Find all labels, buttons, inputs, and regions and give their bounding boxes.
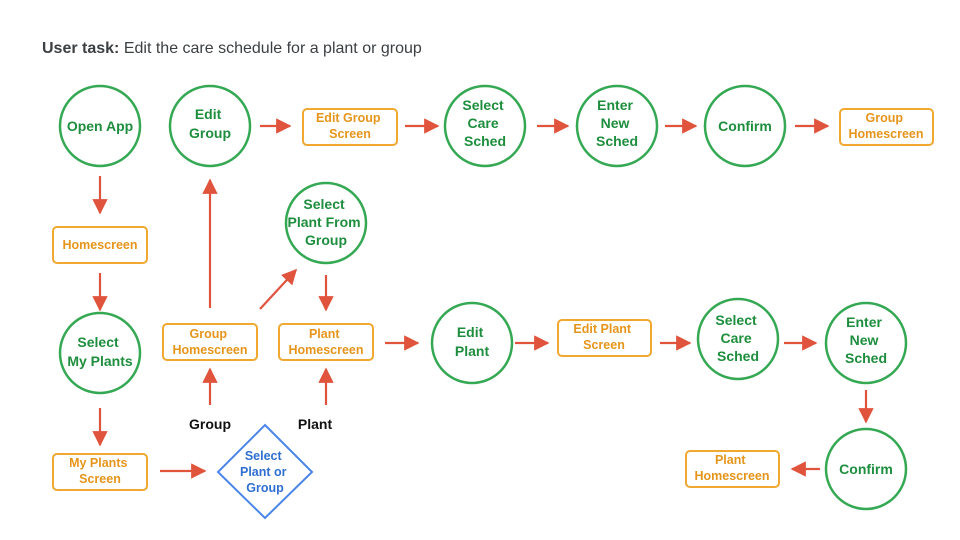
node-group-homescreen-line-1: Group [190,327,228,341]
svg-text:Confirm: Confirm [839,461,893,477]
node-edit-plant-line-2: Plant [455,343,490,359]
node-enter-new-sched-top-line-2: New [601,115,630,131]
node-edit-group-screen: Edit Group Screen [302,108,398,146]
node-my-plants-screen: My Plants Screen [52,453,148,491]
node-homescreen: Homescreen [52,226,148,264]
node-enter-new-sched-bottom: Enter New Sched [824,301,908,385]
node-edit-plant-line-1: Edit [457,324,484,340]
svg-text:Confirm: Confirm [718,118,772,134]
node-open-app-line-1: Open App [67,118,133,134]
svg-text:Enter New Sched: Enter New Sched [845,314,887,366]
svg-text:Select Plant From: Select Plant From Group [287,196,364,248]
node-select-plant-from-group: Select Plant From Group [284,181,368,265]
node-group-homescreen-end-line-1: Group [866,111,904,125]
node-edit-plant-screen-line-2: Screen [583,338,625,352]
node-select-care-sched-bottom-line-1: Select [715,312,757,328]
node-edit-group: Edit Group [168,84,252,168]
svg-text:Group Homescreen: Group Homescreen [172,327,247,357]
node-select-care-sched-bottom: Select Care Sched [696,297,780,381]
svg-text:My Plants Screen: My Plants Screen [69,456,131,486]
arrow-group-homescreen-to-select-plant-from-group [259,268,298,310]
svg-text:Open App: Open App [67,118,133,134]
edges [92,118,874,479]
node-plant-homescreen-line-2: Homescreen [288,343,363,357]
node-select-plant-or-group: Select Plant or Group [216,423,314,520]
node-select-plant-from-group-line-3: Group [305,232,347,248]
node-confirm-bottom: Confirm [824,427,908,511]
node-plant-homescreen-end: Plant Homescreen [685,450,780,488]
node-select-care-sched-bottom-line-3: Sched [717,348,759,364]
node-plant-homescreen-line-1: Plant [309,327,340,341]
node-edit-group-line-2: Group [189,125,231,141]
svg-text:Edit Group: Edit Group [189,106,231,141]
node-plant-homescreen-end-line-2: Homescreen [694,469,769,483]
node-edit-plant: Edit Plant [430,301,514,385]
node-select-care-sched-top-line-1: Select [462,97,504,113]
svg-text:Select Care Sched: Select Care Sched [462,97,507,149]
node-select-my-plants-line-2: My Plants [67,353,133,369]
node-decision-line-3: Group [246,481,284,495]
node-select-my-plants: Select My Plants [58,311,142,395]
node-enter-new-sched-top-line-1: Enter [597,97,633,113]
svg-text:Homescreen: Homescreen [62,238,137,252]
node-edit-group-screen-line-2: Screen [329,127,371,141]
node-enter-new-sched-bottom-line-2: New [850,332,879,348]
node-group-homescreen-end-line-2: Homescreen [848,127,923,141]
node-select-care-sched-top-line-2: Care [467,115,498,131]
svg-text:Plant Homescreen: Plant Homescreen [694,453,769,483]
node-select-plant-from-group-line-1: Select [303,196,345,212]
page-title: User task: Edit the care schedule for a … [42,40,422,58]
node-confirm-top: Confirm [703,84,787,168]
branch-label-group: Group [189,416,231,432]
node-edit-group-line-1: Edit [195,106,222,122]
title-prefix: User task: [42,40,120,57]
svg-text:Edit Group Screen: Edit Group Screen [316,111,384,141]
node-my-plants-screen-line-2: Screen [79,472,121,486]
node-select-care-sched-bottom-line-2: Care [720,330,751,346]
branch-label-plant: Plant [298,416,333,432]
node-select-care-sched-top: Select Care Sched [443,84,527,168]
node-decision-line-2: Plant or [240,465,287,479]
node-plant-homescreen-end-line-1: Plant [715,453,746,467]
node-enter-new-sched-bottom-line-3: Sched [845,350,887,366]
svg-text:Select Plant or Gr: Select Plant or Group [240,449,290,495]
node-decision-line-1: Select [245,449,283,463]
node-edit-plant-screen: Edit Plant Screen [557,319,652,357]
node-group-homescreen-line-2: Homescreen [172,343,247,357]
svg-text:Group Homescreen: Group Homescreen [848,111,923,141]
node-my-plants-screen-line-1: My Plants [69,456,127,470]
node-confirm-bottom-line-1: Confirm [839,461,893,477]
svg-text:Select My Plants: Select My Plants [67,334,133,369]
node-enter-new-sched-top-line-3: Sched [596,133,638,149]
node-group-homescreen-end: Group Homescreen [839,108,934,146]
node-open-app: Open App [58,84,142,168]
node-homescreen-line-1: Homescreen [62,238,137,252]
node-select-care-sched-top-line-3: Sched [464,133,506,149]
node-enter-new-sched-top: Enter New Sched [575,84,659,168]
svg-text:Edit Plant: Edit Plant [455,324,490,359]
node-edit-plant-screen-line-1: Edit Plant [573,322,631,336]
node-group-homescreen: Group Homescreen [162,323,258,361]
svg-text:Plant Homescreen: Plant Homescreen [288,327,363,357]
node-select-my-plants-line-1: Select [77,334,119,350]
node-plant-homescreen: Plant Homescreen [278,323,374,361]
svg-text:Enter New Sched: Enter New Sched [596,97,638,149]
node-edit-group-screen-line-1: Edit Group [316,111,381,125]
svg-text:Select Care Sched: Select Care Sched [715,312,760,364]
node-confirm-top-line-1: Confirm [718,118,772,134]
node-select-plant-from-group-line-2: Plant From [287,214,360,230]
title-text: Edit the care schedule for a plant or gr… [123,40,422,57]
node-enter-new-sched-bottom-line-1: Enter [846,314,882,330]
svg-text:Edit Plant Screen: Edit Plant Screen [573,322,634,352]
